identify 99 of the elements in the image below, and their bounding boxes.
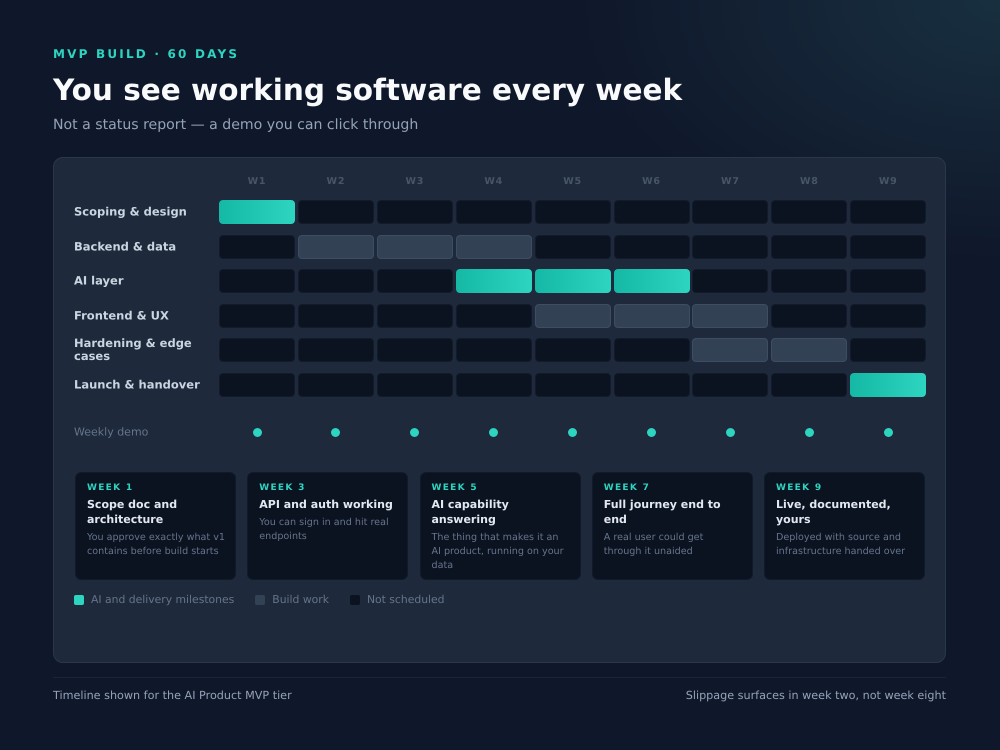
empty-slot <box>219 234 295 259</box>
milestone-bar <box>614 269 690 294</box>
empty-slot <box>850 338 926 362</box>
week-label: WEEK 9 <box>776 482 822 494</box>
empty-slot <box>376 338 453 362</box>
milestone-card <box>420 472 580 580</box>
row-label: Launch & handover <box>74 378 200 392</box>
eyebrow-text: MVP BUILD · 60 DAYS <box>53 47 240 61</box>
dot-icon <box>331 428 340 436</box>
footer-note: Slippage surfaces in week two, not week eight <box>686 689 946 703</box>
milestone-description: You can sign in and hit real endpoints <box>259 516 390 544</box>
timeline-panel <box>53 157 946 663</box>
empty-slot <box>771 269 848 294</box>
build-bar <box>376 234 453 259</box>
empty-slot <box>692 269 768 294</box>
empty-slot <box>692 373 768 397</box>
empty-slot <box>850 269 926 294</box>
milestone-card <box>247 472 408 580</box>
empty-slot <box>219 304 295 328</box>
row-label: Hardening & edge cases <box>74 337 193 364</box>
empty-slot <box>850 234 926 259</box>
build-bar <box>614 304 690 328</box>
milestone-description: A real user could get through it unaided <box>604 531 704 559</box>
empty-slot <box>771 200 848 224</box>
empty-slot <box>298 373 374 397</box>
empty-slot <box>692 200 768 224</box>
milestone-description: You approve exactly what v1 contains before build starts <box>87 531 226 559</box>
milestone-description: The thing that makes it an AI product, running on your data <box>432 531 565 573</box>
empty-slot <box>614 338 690 362</box>
milestone-heading: AI capability answering <box>432 497 510 527</box>
milestone-heading: API and auth working <box>259 497 393 512</box>
empty-slot <box>534 200 611 224</box>
build-bar <box>456 234 532 259</box>
empty-slot <box>692 234 768 259</box>
build-bar <box>534 304 611 328</box>
week-label: WEEK 5 <box>432 482 478 494</box>
empty-slot <box>771 304 848 328</box>
milestone-bar <box>534 269 611 294</box>
empty-slot <box>376 269 453 294</box>
dot-icon <box>410 428 420 436</box>
empty-slot <box>456 304 532 328</box>
empty-slot <box>614 373 690 397</box>
dot-icon <box>884 428 893 436</box>
empty-slot <box>456 373 532 397</box>
row-label: Weekly demo <box>74 426 148 438</box>
empty-slot <box>456 200 532 224</box>
dot-icon <box>489 428 498 436</box>
empty-slot <box>376 373 453 397</box>
empty-slot <box>614 200 690 224</box>
milestone-bar <box>456 269 532 294</box>
footer-note: Timeline shown for the AI Product MVP tier <box>53 689 292 703</box>
milestone-card <box>592 472 753 580</box>
legend-label: AI and delivery milestones <box>91 593 234 607</box>
empty-slot <box>298 269 374 294</box>
empty-slot <box>850 304 926 328</box>
milestone-heading: Live, documented, yours <box>776 497 892 527</box>
dot-icon <box>252 428 262 436</box>
milestone-heading: Scope doc and architecture <box>87 497 178 527</box>
week-label: WEEK 1 <box>87 482 134 494</box>
empty-slot <box>534 234 611 259</box>
build-bar <box>692 304 768 328</box>
milestone-card <box>75 472 236 580</box>
row-label: Frontend & UX <box>74 309 169 322</box>
empty-slot <box>771 234 848 259</box>
empty-slot <box>219 373 295 397</box>
build-bar <box>692 338 768 362</box>
milestone-heading: Full journey end to end <box>604 497 722 527</box>
dot-icon <box>568 428 578 436</box>
milestone-bar <box>850 373 926 397</box>
build-bar <box>298 234 374 259</box>
dot-icon <box>804 428 814 436</box>
empty-slot <box>850 200 926 224</box>
empty-slot <box>456 338 532 362</box>
empty-slot <box>298 338 374 362</box>
empty-slot <box>298 200 374 224</box>
build-bar <box>771 338 848 362</box>
week-label: WEEK 7 <box>604 482 650 494</box>
empty-slot <box>534 338 611 362</box>
empty-slot <box>219 269 295 294</box>
milestone-card <box>764 472 925 580</box>
dot-icon <box>726 428 735 436</box>
legend-label: Build work <box>272 593 329 607</box>
page-title: You see working software every week <box>53 73 682 108</box>
empty-slot <box>534 373 611 397</box>
legend-label: Not scheduled <box>366 593 445 607</box>
empty-slot <box>771 373 848 397</box>
empty-slot <box>219 338 295 362</box>
row-label: Backend & data <box>74 240 176 254</box>
subtitle-text: Not a status report — a demo you can click through <box>53 117 418 134</box>
empty-slot <box>376 200 453 224</box>
milestone-description: Deployed with source and infrastructure handed over <box>776 531 906 559</box>
empty-slot <box>298 304 374 328</box>
empty-slot <box>614 234 690 259</box>
empty-slot <box>376 304 453 328</box>
row-label: Scoping & design <box>74 206 187 218</box>
week-label: WEEK 3 <box>259 482 306 494</box>
dot-icon <box>647 428 656 436</box>
row-label: AI layer <box>74 274 124 288</box>
milestone-bar <box>219 200 295 224</box>
